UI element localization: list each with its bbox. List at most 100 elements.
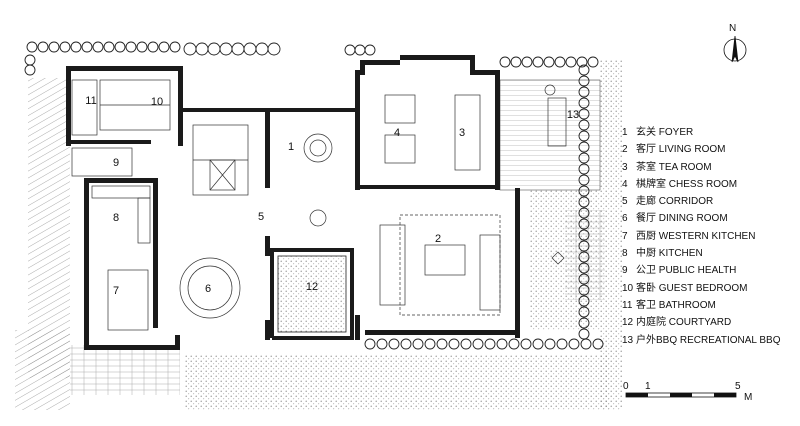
legend-chinese-label: 客厅 (636, 144, 656, 156)
legend-item: 1 玄关 FOYER (622, 124, 798, 141)
compass-label: N (729, 23, 737, 34)
legend-chinese-label: 户外BBQ (636, 334, 678, 346)
shrub-icon (544, 338, 556, 350)
shrub-icon (578, 328, 590, 340)
legend-english-label: FOYER (658, 127, 694, 138)
legend-english-label: PUBLIC HEALTH (658, 265, 737, 277)
shrub-icon (231, 42, 245, 56)
shrub-icon (578, 86, 590, 98)
shrub-icon (532, 338, 544, 350)
legend-item: 4 棋牌室 CHESS ROOM (622, 176, 798, 193)
shrub-icon (354, 44, 366, 56)
shrub-icon (103, 41, 115, 53)
east-strip (600, 60, 622, 410)
legend-english-label: COURTYARD (668, 317, 732, 329)
shrub-icon (578, 295, 590, 307)
shrub-icon (578, 240, 590, 252)
room-number-label: 3 (459, 127, 465, 139)
room-number-label: 12 (306, 281, 318, 293)
north-arrow-icon (731, 35, 739, 63)
shrub-icon (532, 56, 544, 68)
shrub-icon (565, 56, 577, 68)
southwest-hatch (15, 330, 70, 410)
shrub-icon (578, 130, 590, 142)
legend-english-label: LIVING ROOM (658, 144, 726, 156)
shrub-icon (267, 42, 281, 56)
legend-number: 10 (622, 282, 634, 294)
shrub-icon (59, 41, 71, 53)
shrub-icon (520, 338, 532, 350)
shrub-icon (568, 338, 580, 350)
shrub-icon (195, 42, 209, 56)
legend-chinese-label: 棋牌室 (636, 178, 666, 190)
shrub-icon (388, 338, 400, 350)
legend-english-label: CHESS ROOM (668, 178, 738, 190)
legend-english-label: BATHROOM (658, 299, 716, 311)
shrub-icon (424, 338, 436, 350)
shrub-icon (37, 41, 49, 53)
shrub-icon (169, 41, 181, 53)
legend-number: 4 (622, 178, 628, 190)
shrub-icon (344, 44, 356, 56)
scale-unit-label: M (744, 392, 753, 403)
shrub-icon (364, 338, 376, 350)
legend-chinese-label: 餐厅 (636, 213, 656, 225)
legend-english-label: TEA ROOM (658, 161, 712, 173)
shrub-icon (436, 338, 448, 350)
room-number-label: 5 (258, 211, 264, 223)
shrub-icon (580, 338, 592, 350)
shrub-icon (578, 174, 590, 186)
legend-chinese-label: 玄关 (636, 127, 656, 138)
shrub-icon (554, 56, 566, 68)
legend-number: 6 (622, 213, 628, 225)
shrub-icon (543, 56, 555, 68)
shrub-icon (578, 218, 590, 230)
shrub-icon (578, 141, 590, 153)
shrub-icon (556, 338, 568, 350)
legend-english-label: GUEST BEDROOM (658, 282, 748, 294)
legend-english-label: CORRIDOR (658, 196, 714, 208)
shrub-icon (578, 152, 590, 164)
shrub-icon (207, 42, 221, 56)
legend-english-label: DINING ROOM (658, 213, 728, 225)
shrub-icon (578, 273, 590, 285)
room-number-label: 6 (205, 283, 211, 295)
shrub-icon (578, 251, 590, 263)
shrub-icon (484, 338, 496, 350)
shrub-icon (400, 338, 412, 350)
shrub-icon (472, 338, 484, 350)
legend-number: 11 (622, 299, 633, 311)
legend-chinese-label: 内庭院 (636, 317, 666, 329)
legend-english-label: KITCHEN (658, 248, 703, 260)
shrub-icon (136, 41, 148, 53)
room-number-label: 2 (435, 233, 441, 245)
west-garden-hatch (28, 78, 70, 378)
shrub-icon (114, 41, 126, 53)
compass (723, 35, 747, 63)
shrub-icon (364, 44, 376, 56)
shrub-icon (587, 56, 599, 68)
shrub-icon (578, 97, 590, 109)
shrub-icon (578, 306, 590, 318)
shrubs (24, 41, 604, 350)
shrub-icon (26, 41, 38, 53)
courtyard-paving (277, 255, 347, 333)
scale-tick-label: 1 (645, 381, 651, 392)
east-terrace (565, 210, 605, 300)
shrub-icon (578, 185, 590, 197)
shrub-icon (125, 41, 137, 53)
shrub-icon (578, 119, 590, 131)
shrub-icon (81, 41, 93, 53)
shrub-icon (255, 42, 269, 56)
legend-number: 1 (622, 127, 628, 138)
room-number-label: 11 (85, 95, 96, 107)
